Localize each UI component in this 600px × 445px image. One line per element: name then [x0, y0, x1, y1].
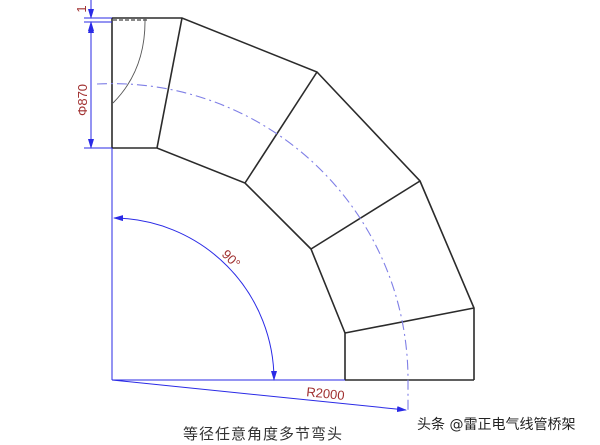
radius-label: R2000	[306, 384, 346, 403]
angle-label: 90°	[219, 247, 244, 272]
diameter-label: Φ870	[75, 84, 90, 116]
diameter-dimension	[84, 0, 112, 149]
outer-edge	[112, 17, 475, 380]
radius-line	[111, 379, 407, 413]
angle-arc	[113, 215, 277, 381]
inner-edge	[112, 147, 346, 380]
watermark: 头条 @雷正电气线管桥架	[417, 417, 576, 433]
joint-line-3	[310, 180, 421, 250]
offset-label: 1	[74, 5, 89, 12]
joint-line-4	[344, 307, 475, 334]
centerline-arc	[96, 83, 409, 412]
drawing-title: 等径任意角度多节弯头	[183, 425, 344, 443]
joint-line-1	[156, 17, 183, 149]
joint-line-2	[244, 71, 318, 184]
development-curve	[112, 17, 146, 104]
elbow-outline	[111, 17, 475, 381]
